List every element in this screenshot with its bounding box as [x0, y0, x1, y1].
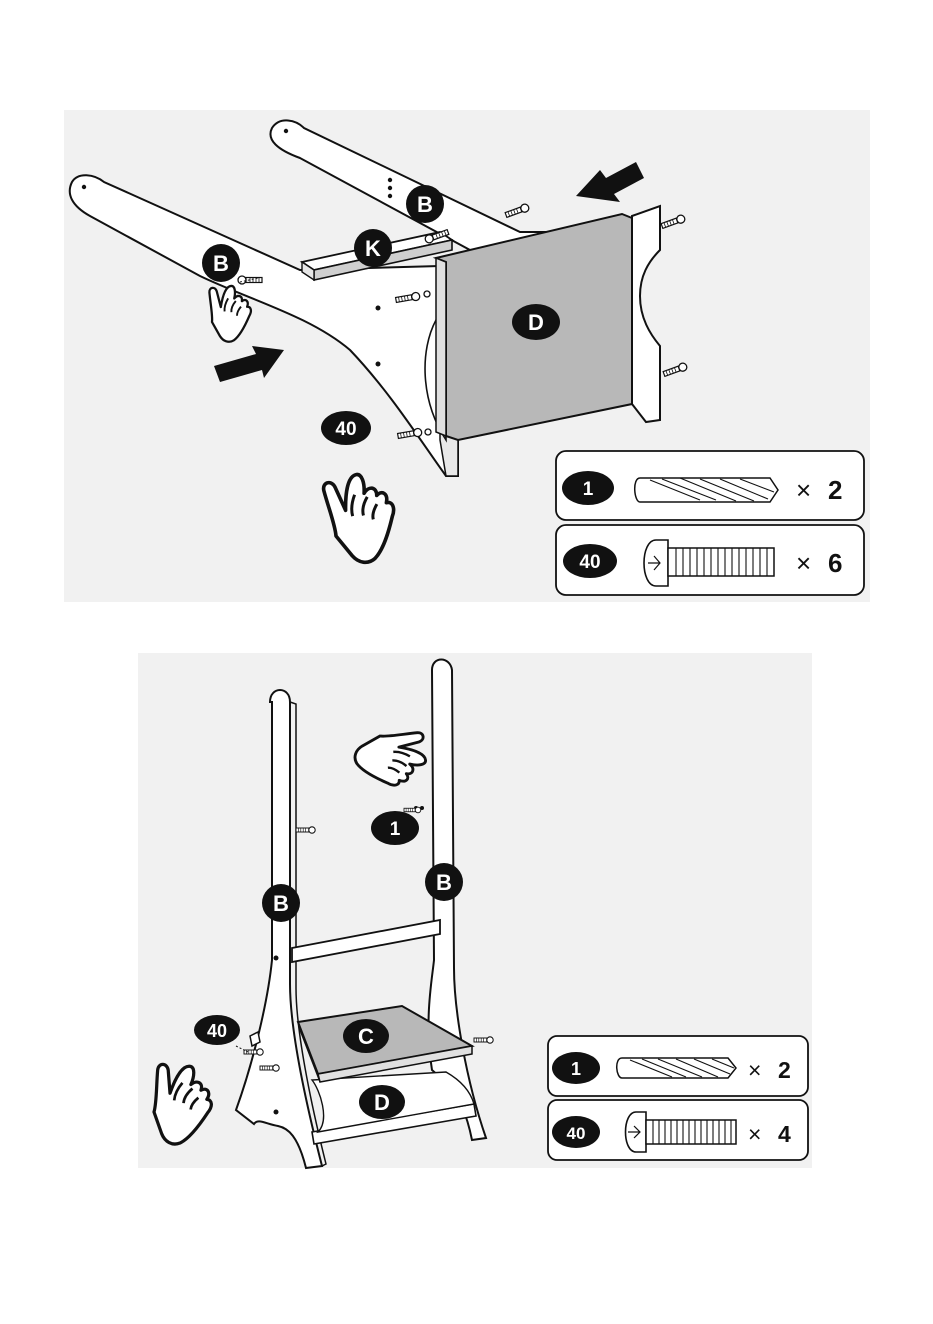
step2-label-1: 1 [371, 811, 419, 845]
step2-label-b-right: B [425, 863, 463, 901]
screw-icon [296, 827, 315, 833]
svg-text:B: B [436, 870, 452, 895]
step1-label-k: K [354, 229, 392, 267]
hand-icon [127, 1050, 225, 1149]
svg-text:1: 1 [571, 1059, 581, 1079]
svg-text:6: 6 [828, 548, 842, 578]
svg-text:2: 2 [828, 475, 842, 505]
screw-icon [505, 203, 530, 219]
dowel-icon [617, 1058, 736, 1078]
step1-label-b-back: B [406, 185, 444, 223]
svg-text:B: B [417, 192, 433, 217]
screw-icon [474, 1037, 493, 1043]
push-arrow-icon [576, 162, 644, 202]
svg-text:D: D [374, 1090, 390, 1115]
screw-icon [260, 1065, 279, 1071]
svg-text:40: 40 [335, 419, 356, 440]
step1-label-b-front: B [202, 244, 240, 282]
step2-label-40: 40 [194, 1015, 240, 1045]
step2-label-b-left: B [262, 884, 300, 922]
svg-text:K: K [365, 236, 381, 261]
svg-text:C: C [358, 1024, 374, 1049]
svg-text:×: × [796, 548, 811, 578]
svg-text:1: 1 [583, 479, 594, 500]
step2-parts-box: 1 × 2 40 × 4 [548, 1036, 808, 1160]
svg-text:40: 40 [207, 1021, 227, 1041]
screw-icon [238, 276, 262, 284]
svg-text:40: 40 [567, 1124, 586, 1143]
screw-icon [244, 1049, 263, 1055]
step1-label-40: 40 [321, 411, 371, 445]
push-arrow-icon [214, 346, 284, 382]
step1-back-leg-b [270, 120, 545, 250]
step2-label-d: D [359, 1085, 405, 1119]
screw-icon [404, 807, 421, 813]
step2-label-c: C [343, 1019, 389, 1053]
step1-label-d: D [512, 304, 560, 340]
svg-text:B: B [273, 891, 289, 916]
hand-icon [350, 709, 438, 797]
svg-text:×: × [748, 1057, 761, 1083]
svg-text:40: 40 [579, 552, 600, 573]
dowel-icon [635, 478, 778, 502]
svg-text:4: 4 [778, 1121, 791, 1147]
svg-text:×: × [748, 1121, 761, 1147]
step1-front-leg-b [70, 175, 458, 476]
svg-text:1: 1 [390, 819, 401, 840]
svg-text:D: D [528, 310, 544, 335]
screw-icon [661, 214, 686, 230]
hand-icon [300, 463, 408, 568]
step1-parts-box: 1 × 2 40 × 6 [556, 451, 864, 595]
svg-text:B: B [213, 251, 229, 276]
svg-text:×: × [796, 475, 811, 505]
svg-text:2: 2 [778, 1057, 791, 1083]
screw-icon [663, 362, 688, 378]
